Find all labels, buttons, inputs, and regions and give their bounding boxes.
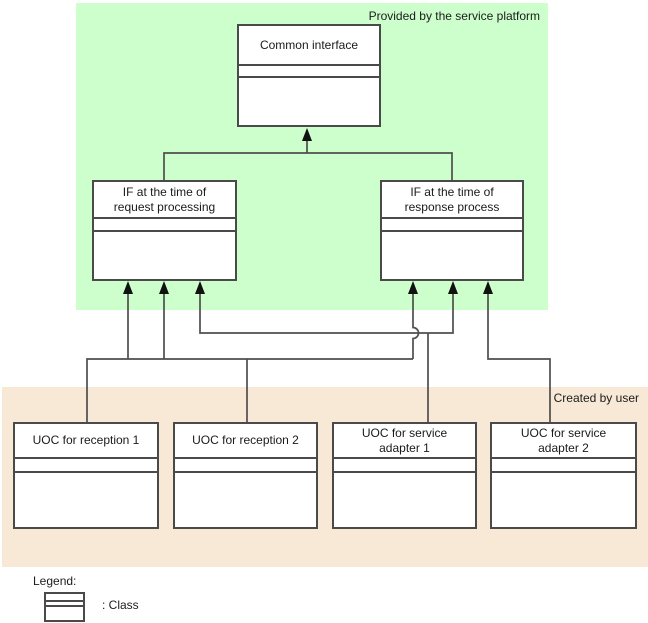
- attributes-compartment: [239, 66, 379, 78]
- connector-paths: [86, 140, 551, 422]
- operations-compartment: [239, 78, 379, 125]
- class-uoc-reception-1: UOC for reception 1: [13, 422, 159, 529]
- class-title: UOC for service adapter 1: [334, 424, 475, 459]
- class-title: Common interface: [239, 26, 379, 66]
- arrowhead-if-response-1: [408, 281, 418, 294]
- class-title: UOC for reception 2: [175, 424, 316, 459]
- class-if-response-process: IF at the time of response process: [380, 180, 524, 281]
- legend-entry-label: : Class: [102, 598, 139, 612]
- platform-region-label: Provided by the service platform: [368, 9, 540, 23]
- class-title: IF at the time of request processing: [94, 182, 235, 219]
- class-uoc-service-adapter-2: UOC for service adapter 2: [490, 422, 637, 529]
- attributes-compartment: [175, 459, 316, 473]
- arrowhead-common: [302, 128, 312, 141]
- class-title: UOC for reception 1: [15, 424, 157, 459]
- operations-compartment: [492, 473, 635, 527]
- class-icon-attributes-compartment: [46, 602, 83, 607]
- class-title: UOC for service adapter 2: [492, 424, 635, 459]
- class-icon-operations-compartment: [46, 607, 83, 620]
- attributes-compartment: [15, 459, 157, 473]
- class-if-request-processing: IF at the time of request processing: [92, 180, 237, 281]
- operations-compartment: [382, 232, 522, 279]
- class-uoc-reception-2: UOC for reception 2: [173, 422, 318, 529]
- attributes-compartment: [94, 219, 235, 232]
- operations-compartment: [334, 473, 475, 527]
- user-region-label: Created by user: [553, 391, 639, 405]
- class-common-interface: Common interface: [237, 24, 381, 127]
- operations-compartment: [175, 473, 316, 527]
- class-icon-title-compartment: [46, 594, 83, 602]
- legend-title: Legend:: [33, 574, 77, 588]
- class-uoc-service-adapter-1: UOC for service adapter 1: [332, 422, 477, 529]
- operations-compartment: [94, 232, 235, 279]
- operations-compartment: [15, 473, 157, 527]
- generalization-arrowheads: [123, 128, 493, 294]
- class-title: IF at the time of response process: [382, 182, 522, 219]
- attributes-compartment: [492, 459, 635, 473]
- arrowhead-if-request-1: [123, 281, 133, 294]
- arrowhead-if-response-3: [483, 281, 493, 294]
- arrowhead-if-request-2: [159, 281, 169, 294]
- attributes-compartment: [334, 459, 475, 473]
- arrowhead-if-request-3: [195, 281, 205, 294]
- arrowhead-if-response-2: [448, 281, 458, 294]
- class-icon: [44, 592, 85, 622]
- attributes-compartment: [382, 219, 522, 232]
